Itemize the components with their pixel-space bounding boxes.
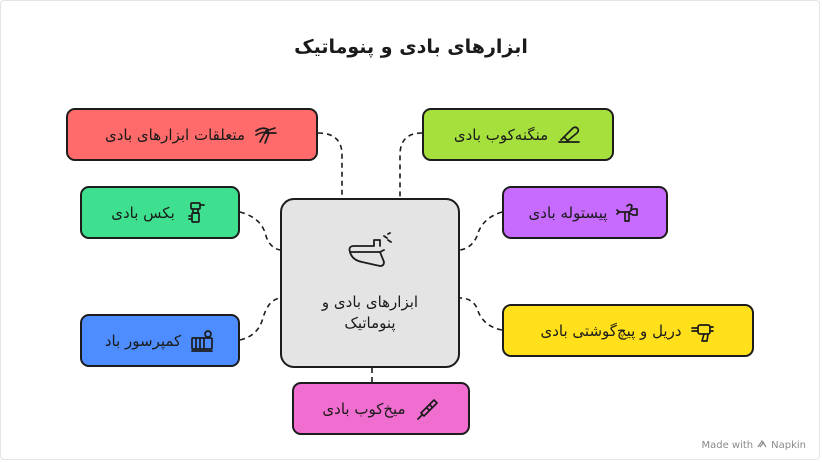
compressor-icon xyxy=(189,328,215,354)
connector-grease xyxy=(239,211,281,251)
connector-fittings xyxy=(317,132,343,198)
pliers-icon xyxy=(253,122,279,148)
node-nailer[interactable]: میخ‌کوب بادی xyxy=(292,382,470,435)
node-compressor[interactable]: کمپرسور باد xyxy=(80,314,240,367)
node-drill-label: دریل و پیچ‌گوشتی بادی xyxy=(540,321,682,340)
node-nailer-label: میخ‌کوب بادی xyxy=(322,399,406,418)
center-label: ابزارهای بادی و پنوماتیک xyxy=(321,293,419,332)
node-grease[interactable]: بکس بادی xyxy=(80,186,240,239)
air-tool-icon xyxy=(344,232,396,280)
node-grease-label: بکس بادی xyxy=(111,203,175,222)
footer-text: Made with xyxy=(701,440,754,451)
connector-drill xyxy=(459,297,503,331)
node-fittings[interactable]: متعلقات ابزارهای بادی xyxy=(66,108,318,161)
napkin-logo-icon xyxy=(757,439,767,452)
drill-icon xyxy=(690,318,716,344)
node-stapler-label: منگنه‌کوب بادی xyxy=(453,125,549,144)
diagram-title: ابزارهای بادی و پنوماتیک xyxy=(294,36,528,58)
node-compressor-label: کمپرسور باد xyxy=(104,331,182,350)
node-fittings-label: متعلقات ابزارهای بادی xyxy=(105,125,245,144)
nail-icon xyxy=(414,396,440,422)
connector-stapler xyxy=(399,132,423,198)
impact-wrench-icon xyxy=(183,200,209,226)
stapler-icon xyxy=(556,122,582,148)
connector-spray xyxy=(459,211,503,251)
footer-brand: Napkin xyxy=(771,440,806,451)
napkin-watermark: Made with Napkin xyxy=(701,439,806,452)
node-stapler[interactable]: منگنه‌کوب بادی xyxy=(422,108,614,161)
node-spray-label: پیستوله بادی xyxy=(528,203,608,222)
node-spray[interactable]: پیستوله بادی xyxy=(502,186,668,239)
spray-gun-icon xyxy=(615,200,641,226)
connector-compressor xyxy=(239,297,281,341)
node-drill[interactable]: دریل و پیچ‌گوشتی بادی xyxy=(502,304,754,357)
center-node[interactable]: ابزارهای بادی و پنوماتیک xyxy=(280,198,460,368)
